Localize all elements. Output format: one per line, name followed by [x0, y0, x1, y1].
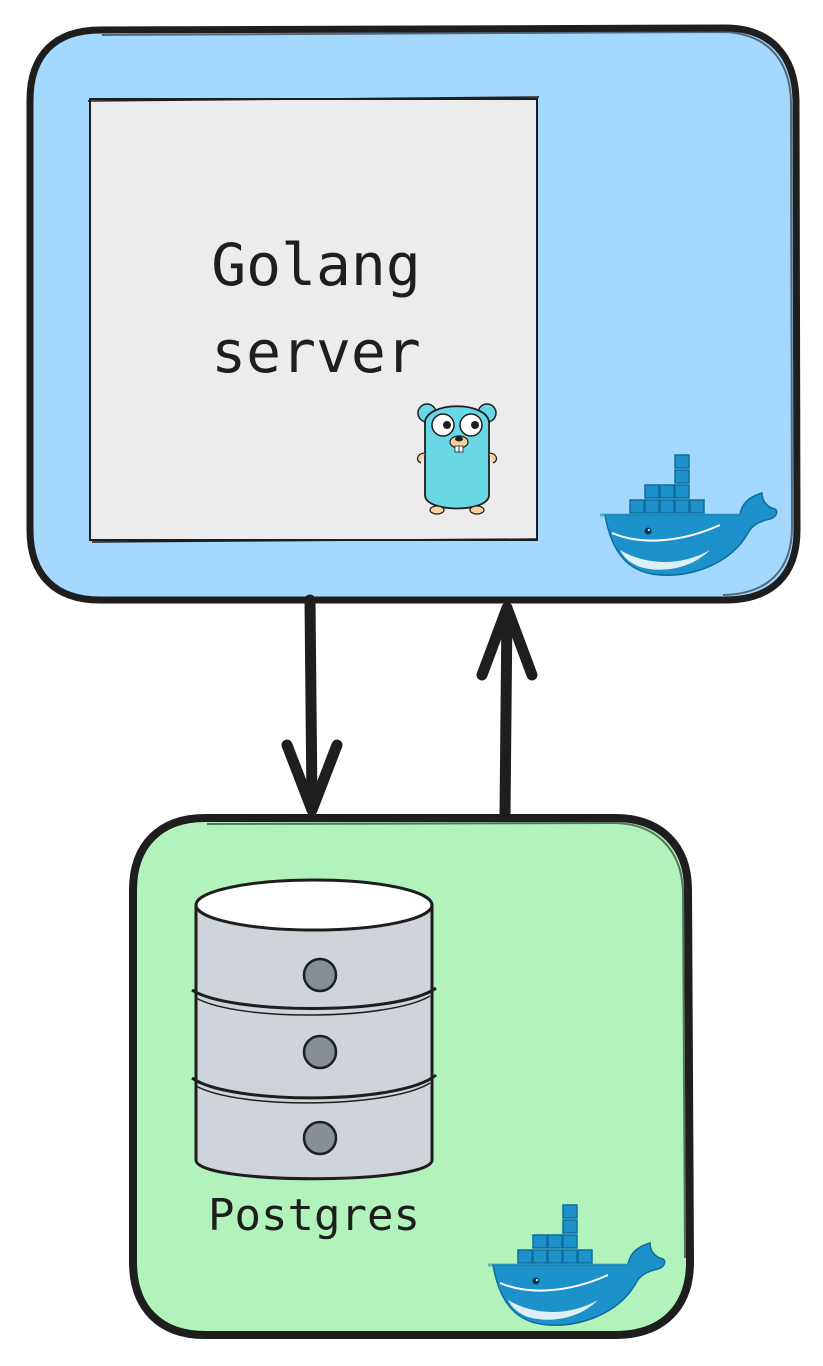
database-container: Postgres — [129, 814, 694, 1339]
database-cylinder-icon — [191, 878, 437, 1181]
arrow-up-icon — [476, 602, 538, 821]
server-label-line1: Golang — [211, 231, 421, 299]
server-label-line2: server — [211, 318, 421, 386]
server-container: Golang server — [26, 24, 801, 604]
database-label: Postgres — [208, 1190, 420, 1241]
go-gopher-icon — [416, 403, 498, 515]
arrow-down-icon — [281, 594, 343, 816]
